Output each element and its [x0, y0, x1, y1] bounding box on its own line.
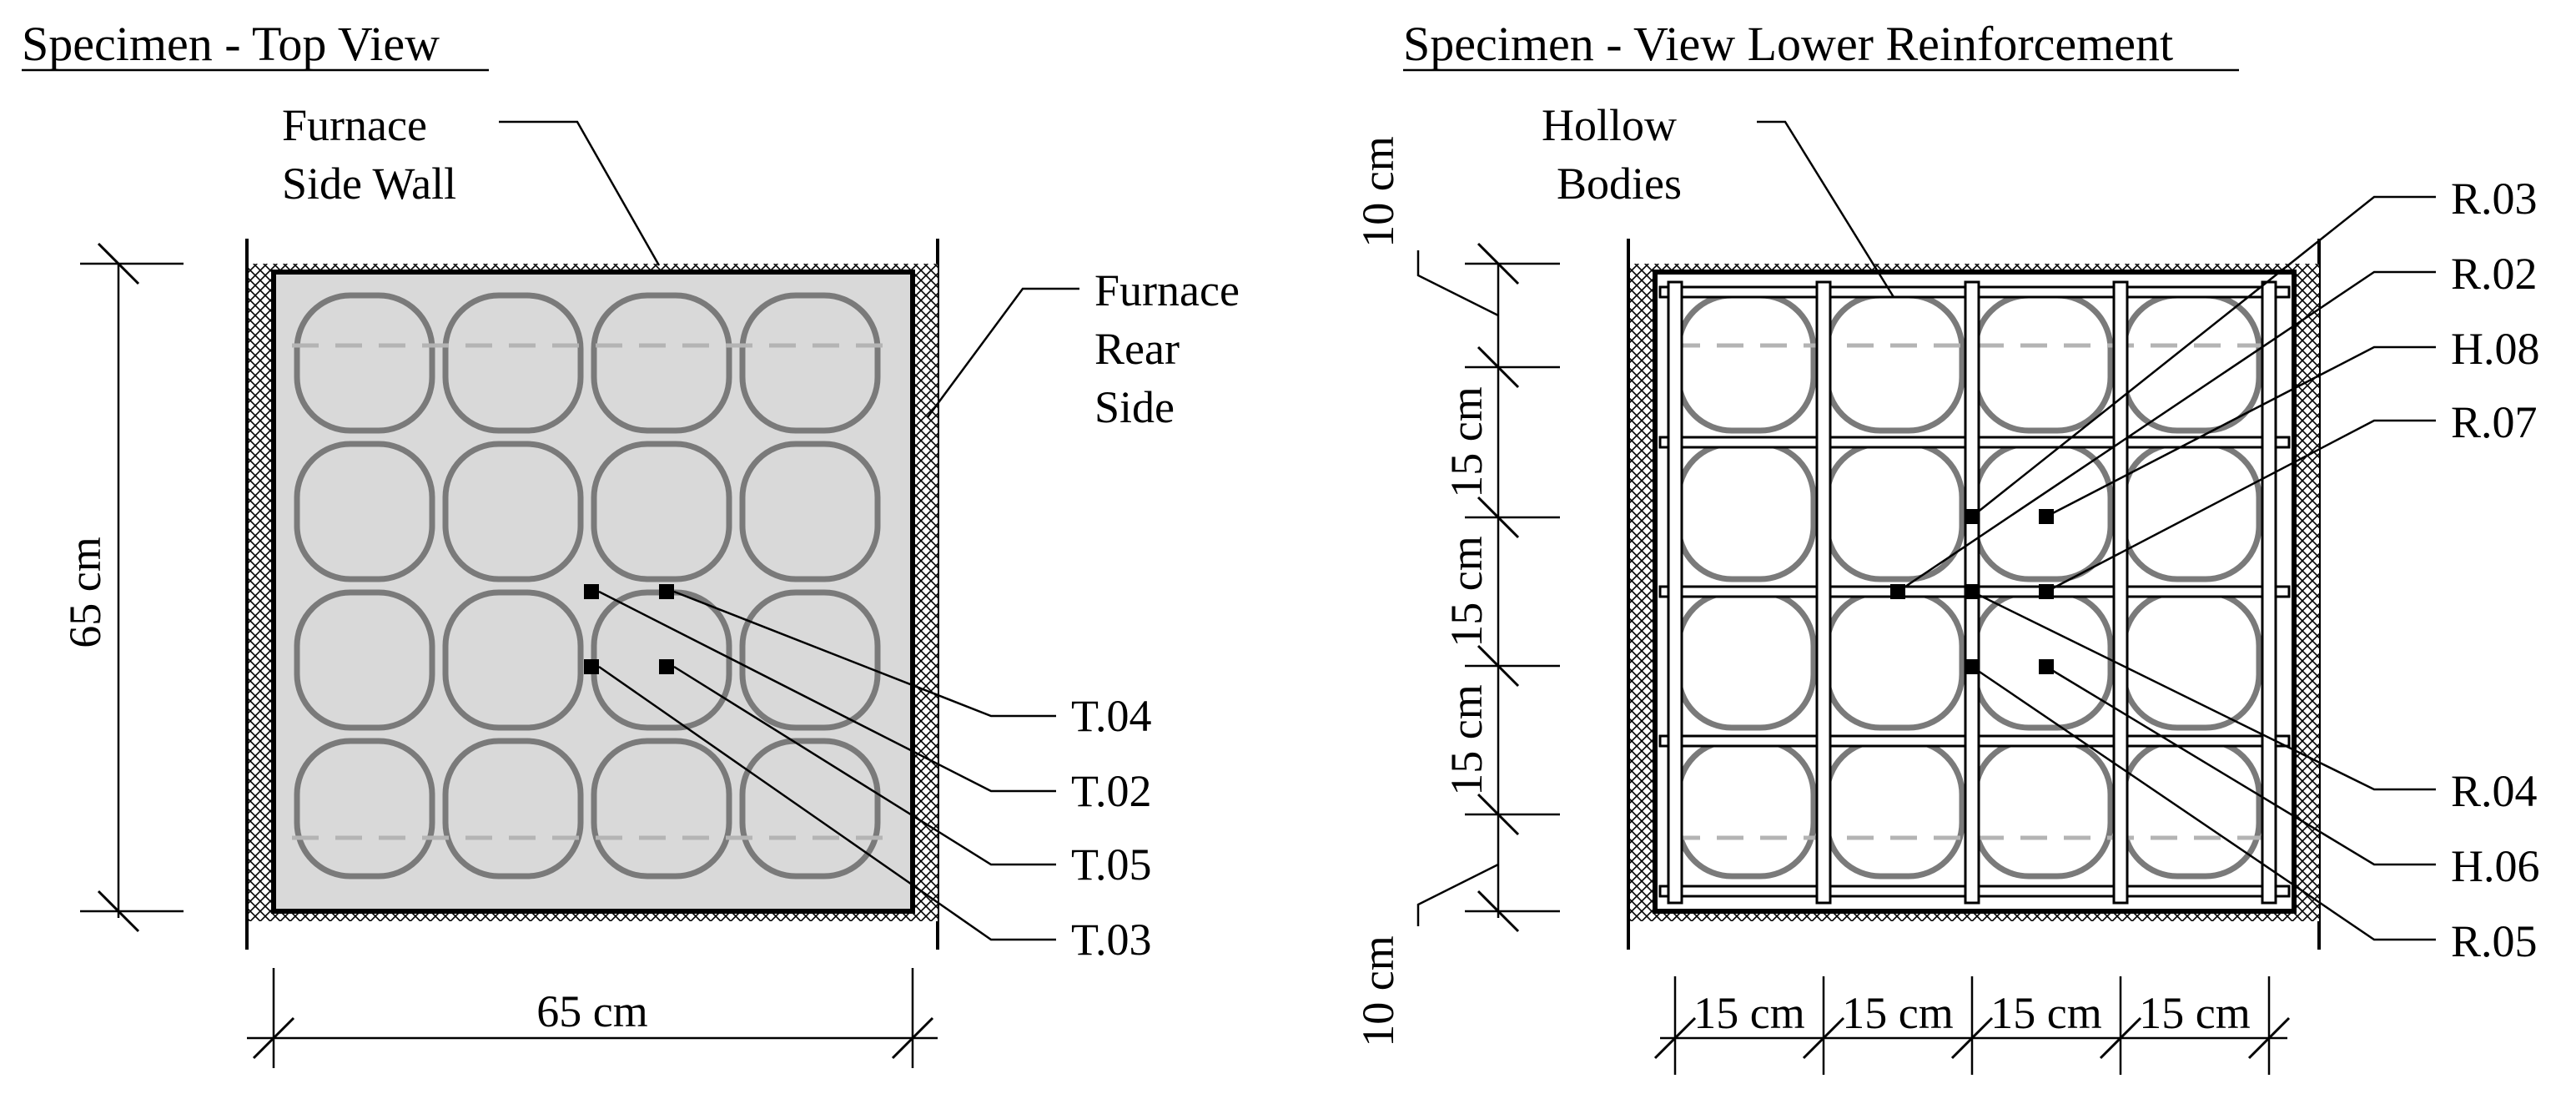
right-left-tick-4 [1477, 644, 1520, 688]
right-left-tick-2 [1477, 345, 1520, 389]
left-hollow-body-r2c1 [294, 441, 435, 582]
sensor-r03-leader [1971, 195, 2436, 517]
left-hollow-body-r1c4 [739, 292, 881, 434]
sensor-r05-leader [1971, 665, 2436, 941]
lower-reinforcement-mesh [1658, 280, 2291, 905]
sensor-r04-label: R.04 [2451, 766, 2538, 816]
sensor-r07-label: R.07 [2451, 397, 2538, 447]
right-left-tick-3 [1477, 496, 1520, 539]
left-hollow-body-r4c3 [591, 738, 732, 880]
right-bottom-tick-3 [1950, 1016, 1994, 1060]
sensor-h08-label: H.08 [2451, 324, 2540, 374]
right-dim-bottom-4: 15 cm [2139, 988, 2250, 1038]
furnace-rear-side-leader [926, 287, 1079, 418]
left-hollow-body-r2c2 [442, 441, 584, 582]
hollow-bodies-line2: Bodies [1557, 159, 1682, 209]
right-dim-left-1: 10 cm [1353, 136, 1403, 247]
left-width-tick-left [252, 1016, 295, 1060]
sensor-t05-marker [659, 659, 674, 674]
furnace-side-wall-line2: Side Wall [282, 159, 456, 209]
right-bottom-tick-5 [2247, 1016, 2291, 1060]
right-dim-left-2: 15 cm [1441, 386, 1492, 497]
right-dim-bottom-1: 15 cm [1693, 988, 1804, 1038]
right-wall-hatch-right [2294, 267, 2319, 913]
right-dim-bottom-3: 15 cm [1990, 988, 2101, 1038]
sensor-t05-label: T.05 [1071, 839, 1151, 890]
sensor-r04-leader [1971, 590, 2436, 791]
right-view: Specimen - View Lower Reinforcement Holl… [1353, 17, 2540, 1075]
left-wall-hatch-left [249, 267, 274, 913]
left-wall-hatch-right [913, 267, 938, 913]
left-height-tick-bottom [97, 890, 140, 933]
rebar-vertical-4 [2112, 280, 2129, 905]
furnace-side-wall-line1: Furnace [282, 100, 427, 150]
left-hollow-bodies [294, 292, 881, 880]
left-hollow-body-r1c2 [442, 292, 584, 434]
left-hollow-body-r4c1 [294, 738, 435, 880]
left-hollow-body-r3c4 [739, 589, 881, 731]
right-left-tick-6 [1477, 890, 1520, 933]
right-dim-10cm-top-leader [1416, 250, 1499, 317]
sensor-t05-leader [673, 665, 1056, 866]
right-dim-left-4: 15 cm [1441, 684, 1492, 795]
right-bottom-tick-4 [2099, 1016, 2142, 1060]
sensor-t03-label: T.03 [1071, 915, 1151, 965]
left-hollow-body-r1c3 [591, 292, 732, 434]
right-left-tick-5 [1477, 793, 1520, 836]
left-view: Specimen - Top View Furnace Side Wall Fu… [22, 17, 1240, 1068]
right-dim-10cm-bottom-leader [1416, 863, 1499, 926]
sensor-t03-leader [598, 665, 1056, 941]
left-height-tick-top [97, 242, 140, 285]
rebar-vertical-2 [1815, 280, 1832, 905]
sensor-t04-label: T.04 [1071, 691, 1151, 741]
left-hollow-body-r4c2 [442, 738, 584, 880]
hollow-bodies-line1: Hollow [1542, 100, 1677, 150]
sensor-h06-leader [2045, 665, 2436, 866]
left-hollow-body-r3c2 [442, 589, 584, 731]
left-hollow-body-r3c1 [294, 589, 435, 731]
right-dim-left-3: 15 cm [1441, 536, 1492, 647]
sensor-r02-label: R.02 [2451, 249, 2538, 299]
left-view-title: Specimen - Top View [22, 17, 440, 71]
right-dim-left-5: 10 cm [1353, 935, 1403, 1046]
left-width-tick-right [891, 1016, 934, 1060]
right-bottom-tick-2 [1802, 1016, 1845, 1060]
left-height-dim-text: 65 cm [60, 537, 110, 648]
sensor-t04-leader [673, 590, 1056, 718]
right-wall-hatch-left [1630, 267, 1655, 913]
furnace-rear-side-line3: Side [1094, 382, 1175, 432]
sensor-r03-label: R.03 [2451, 174, 2538, 224]
furnace-side-wall-leader [499, 120, 661, 266]
sensor-t03-marker [584, 659, 599, 674]
sensor-t04-marker [659, 584, 674, 599]
sensor-r02-leader [1897, 270, 2436, 593]
left-hollow-body-r4c4 [739, 738, 881, 880]
right-dim-bottom-2: 15 cm [1842, 988, 1953, 1038]
sensor-t02-label: T.02 [1071, 766, 1151, 816]
rebar-vertical-5 [2261, 280, 2277, 905]
right-left-tick-1 [1477, 242, 1520, 285]
sensor-r05-label: R.05 [2451, 916, 2538, 966]
furnace-rear-side-line1: Furnace [1094, 265, 1240, 315]
left-hollow-body-r2c4 [739, 441, 881, 582]
right-view-title: Specimen - View Lower Reinforcement [1403, 17, 2173, 71]
sensor-h06-label: H.06 [2451, 841, 2540, 891]
sensor-h08-leader [2045, 345, 2436, 518]
rebar-vertical-1 [1667, 280, 1683, 905]
furnace-rear-side-line2: Rear [1094, 324, 1180, 374]
right-bottom-tick-1 [1653, 1016, 1697, 1060]
sensor-t02-leader [598, 590, 1056, 793]
left-hollow-body-r2c3 [591, 441, 732, 582]
hollow-bodies-leader [1757, 120, 1895, 298]
sensor-r07-leader [2045, 419, 2436, 593]
sensor-t02-marker [584, 584, 599, 599]
left-hollow-body-r1c1 [294, 292, 435, 434]
left-width-dim-text: 65 cm [536, 986, 647, 1036]
